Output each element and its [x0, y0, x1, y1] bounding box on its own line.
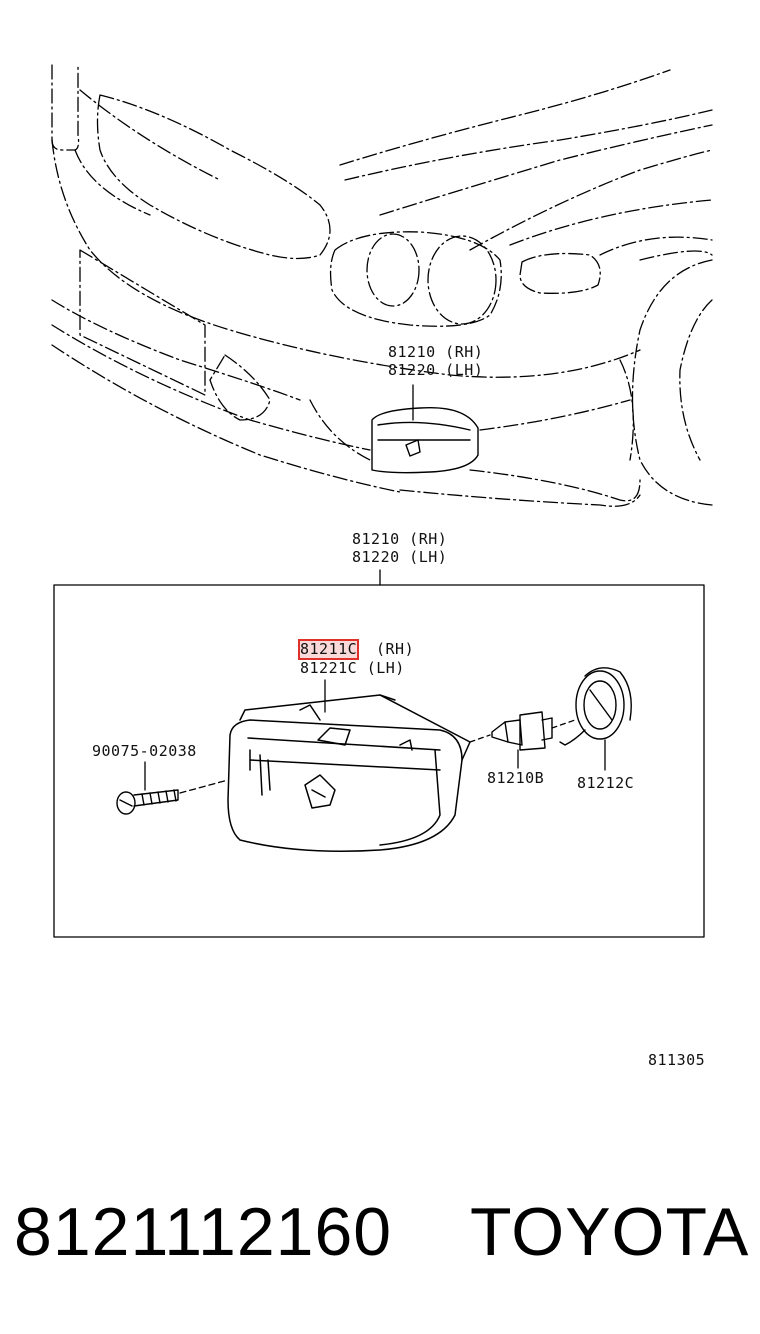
fog-lamp-assembly	[227, 694, 471, 852]
callout-top-lh: 81220 (LH)	[388, 361, 484, 379]
lens-part-code-highlight[interactable]: 81211C	[297, 639, 360, 660]
callout-box-lh: 81220 (LH)	[352, 548, 448, 566]
car-front-illustration	[51, 64, 713, 507]
detail-box	[53, 584, 705, 938]
footer: 8121112160 TOYOTA	[0, 1180, 760, 1290]
diagram-code: 811305	[648, 1051, 706, 1069]
screw	[116, 789, 179, 815]
lens-rh-side: (RH)	[376, 640, 415, 658]
callout-bulb: 81210B	[487, 769, 545, 787]
bulb	[491, 711, 553, 751]
socket	[559, 667, 632, 746]
brand-name: TOYOTA	[470, 1194, 750, 1270]
callout-screw: 90075-02038	[92, 742, 197, 760]
fog-lamp-on-car	[371, 406, 479, 474]
parts-diagram	[51, 64, 713, 938]
part-number: 8121112160	[14, 1194, 393, 1270]
callout-lens-lh: 81221C (LH)	[300, 659, 405, 677]
callout-box-rh: 81210 (RH)	[352, 530, 448, 548]
callout-top-rh: 81210 (RH)	[388, 343, 484, 361]
callout-socket: 81212C	[577, 774, 635, 792]
